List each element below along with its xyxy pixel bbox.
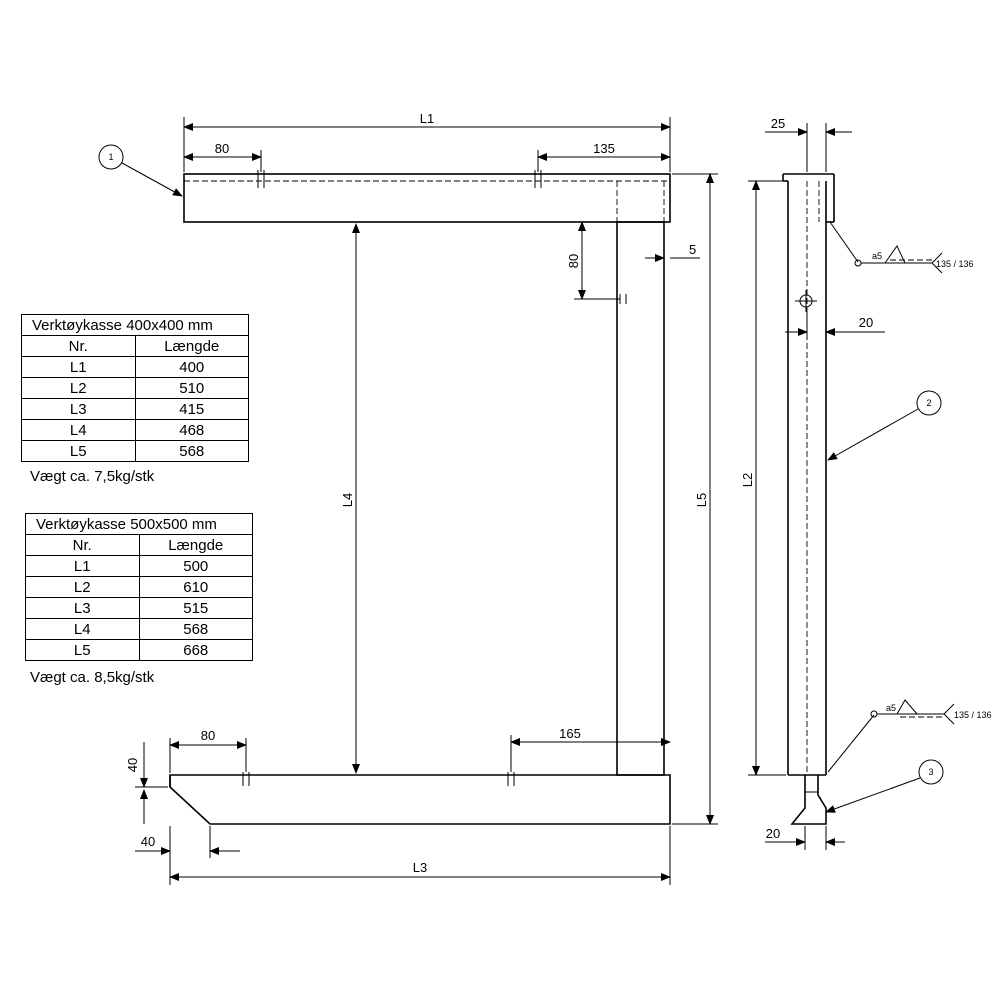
callout-3: 3 (825, 759, 944, 813)
callout-2: 2 (827, 390, 942, 461)
dim-right-leg-gap: 5 (645, 242, 700, 262)
table-title-row: Verktøykasse 500x500 mm (25, 513, 253, 535)
row-length: 568 (134, 440, 249, 462)
dim-bottom-length: L3 (169, 826, 671, 885)
row-length: 468 (134, 419, 249, 441)
dim-bottom-right-offset: 165 (510, 726, 671, 772)
dim-top-right-offset: 135 (537, 141, 671, 172)
dim-bottom-left-offset: 80 (169, 728, 247, 773)
table-title: Verktøykasse 400x400 mm (21, 314, 249, 336)
weight-note-500: Vægt ca. 8,5kg/stk (30, 669, 155, 686)
dim-side-hole-offset: 20 (785, 313, 885, 340)
dim-side-top-width: 25 (765, 116, 852, 172)
dim-bottom-length-label: L3 (413, 860, 427, 875)
bottom-bar (169, 772, 671, 825)
row-nr: L4 (25, 618, 140, 640)
table-header-row: Nr. Længde (21, 335, 249, 357)
dim-top-right-offset-label: 135 (593, 141, 615, 156)
row-length: 500 (138, 555, 253, 577)
header-nr: Nr. (25, 534, 140, 556)
dim-top-length: L1 (183, 111, 671, 172)
dim-outer-height: L5 (672, 173, 718, 825)
header-nr: Nr. (21, 335, 136, 357)
dim-side-height: L2 (740, 180, 786, 776)
dim-bottom-chamfer-height-label: 40 (125, 758, 140, 772)
weld-top-ref: 135 / 136 (936, 259, 974, 269)
row-length: 400 (134, 356, 249, 378)
weld-bottom-symbol: a5 (886, 703, 896, 713)
row-nr: L2 (25, 576, 140, 598)
dim-right-leg-hole-drop: 80 (566, 221, 620, 300)
row-nr: L2 (21, 377, 136, 399)
dim-bottom-left-offset-label: 80 (201, 728, 215, 743)
dim-bottom-chamfer-width: 40 (135, 826, 240, 858)
dim-inner-height: L4 (340, 223, 360, 774)
weld-symbol-top: a5 135 / 136 (829, 221, 974, 274)
callout-1-label: 1 (108, 152, 113, 162)
weld-bottom-ref: 135 / 136 (954, 710, 992, 720)
dim-right-leg-hole-drop-label: 80 (566, 254, 581, 268)
callout-2-label: 2 (926, 398, 931, 408)
header-length: Længde (138, 534, 253, 556)
top-bar (183, 170, 671, 223)
dim-side-height-label: L2 (740, 473, 755, 487)
dim-side-bottom-width: 20 (765, 826, 845, 850)
row-length: 668 (138, 639, 253, 661)
dim-bottom-right-offset-label: 165 (559, 726, 581, 741)
row-nr: L5 (25, 639, 140, 661)
side-view (782, 173, 835, 825)
right-leg (616, 221, 665, 776)
dim-outer-height-label: L5 (694, 493, 709, 507)
callout-3-label: 3 (928, 767, 933, 777)
row-nr: L3 (21, 398, 136, 420)
weight-note-400: Vægt ca. 7,5kg/stk (30, 468, 155, 485)
row-length: 610 (138, 576, 253, 598)
dim-bottom-chamfer-width-label: 40 (141, 834, 155, 849)
row-nr: L3 (25, 597, 140, 619)
weld-symbol-bottom: a5 135 / 136 (827, 699, 992, 773)
weld-top-symbol: a5 (872, 251, 882, 261)
dim-top-length-label: L1 (420, 111, 434, 126)
row-length: 415 (134, 398, 249, 420)
dim-side-top-width-label: 25 (771, 116, 785, 131)
dim-side-bottom-width-label: 20 (766, 826, 780, 841)
row-length: 568 (138, 618, 253, 640)
header-length: Længde (134, 335, 249, 357)
dim-top-left-offset-label: 80 (215, 141, 229, 156)
table-header-row: Nr. Længde (25, 534, 253, 556)
row-length: 510 (134, 377, 249, 399)
dim-inner-height-label: L4 (340, 493, 355, 507)
row-nr: L4 (21, 419, 136, 441)
dim-top-left-offset: 80 (183, 141, 262, 172)
callout-1: 1 (98, 144, 183, 197)
dim-right-leg-gap-label: 5 (689, 242, 696, 257)
table-title: Verktøykasse 500x500 mm (25, 513, 253, 535)
dim-bottom-chamfer-height: 40 (125, 742, 168, 824)
table-title-row: Verktøykasse 400x400 mm (21, 314, 249, 336)
dim-side-hole-offset-label: 20 (859, 315, 873, 330)
row-nr: L1 (21, 356, 136, 378)
row-nr: L1 (25, 555, 140, 577)
row-length: 515 (138, 597, 253, 619)
row-nr: L5 (21, 440, 136, 462)
